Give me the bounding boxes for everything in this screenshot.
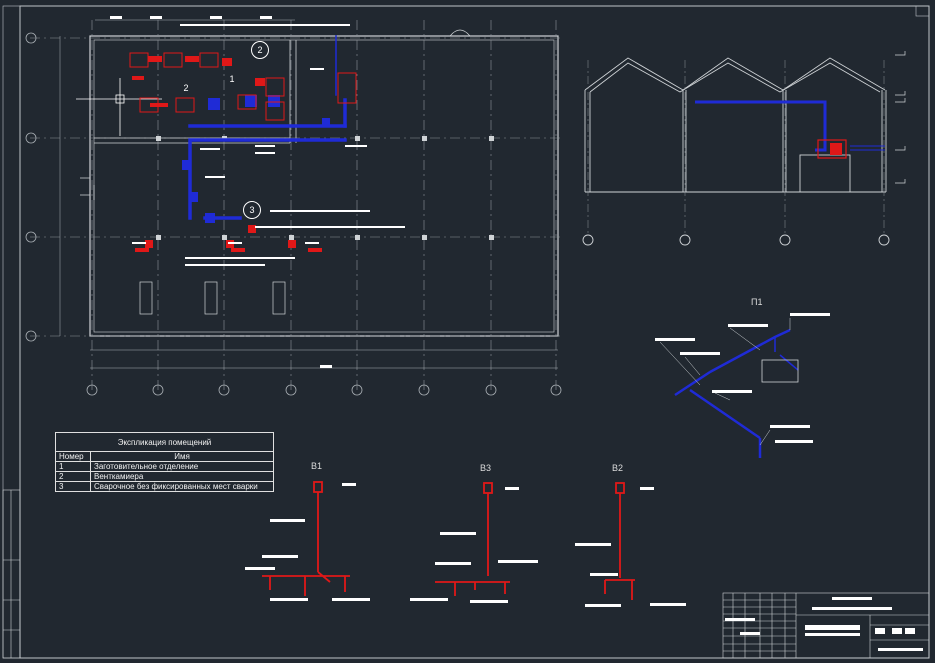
- room-tag-3: 3: [243, 201, 261, 219]
- row-number: 1: [55, 461, 91, 472]
- header-number: Номер: [55, 451, 91, 462]
- system-title-v3: В3: [480, 463, 492, 473]
- row-number: 2: [55, 471, 91, 482]
- room-tag-2-top: 2: [251, 41, 269, 59]
- table-row: 1 Заготовительное отделение: [55, 461, 274, 472]
- title-block: [722, 592, 930, 659]
- table-title: Экспликация помещений: [55, 432, 274, 452]
- room-explication-table: Экспликация помещений Номер Имя 1 Загото…: [55, 432, 274, 492]
- table-row: 2 Вентками​ера: [55, 471, 274, 482]
- floor-plan: [25, 16, 562, 396]
- system-title-v2: В2: [612, 463, 624, 473]
- v2-axonometric-scheme: [604, 482, 635, 600]
- header-name: Имя: [90, 451, 274, 462]
- row-name: Вентками​ера: [90, 471, 274, 482]
- title-block-text: [725, 597, 923, 651]
- v1-axonometric-scheme: [262, 481, 350, 596]
- p1-axonometric-scheme: [655, 313, 830, 458]
- v3-axonometric-scheme: [435, 482, 510, 596]
- row-name: Заготовительное отделение: [90, 461, 274, 472]
- room-tag-2: 2: [183, 83, 189, 93]
- table-title-row: Экспликация помещений: [55, 432, 274, 452]
- building-section: [582, 51, 906, 246]
- table-row: 3 Сварочное без фиксированных мест сварк…: [55, 481, 274, 492]
- sheet-number-box: [915, 5, 930, 17]
- side-stamp: [2, 489, 21, 659]
- room-tag-1: 1: [229, 74, 235, 84]
- system-title-v1: В1: [311, 461, 323, 471]
- row-name: Сварочное без фиксированных мест сварки: [90, 481, 274, 492]
- row-number: 3: [55, 481, 91, 492]
- section-supply-duct: [695, 100, 885, 159]
- system-title-p1: П1: [751, 297, 763, 307]
- table-header-row: Номер Имя: [55, 451, 274, 462]
